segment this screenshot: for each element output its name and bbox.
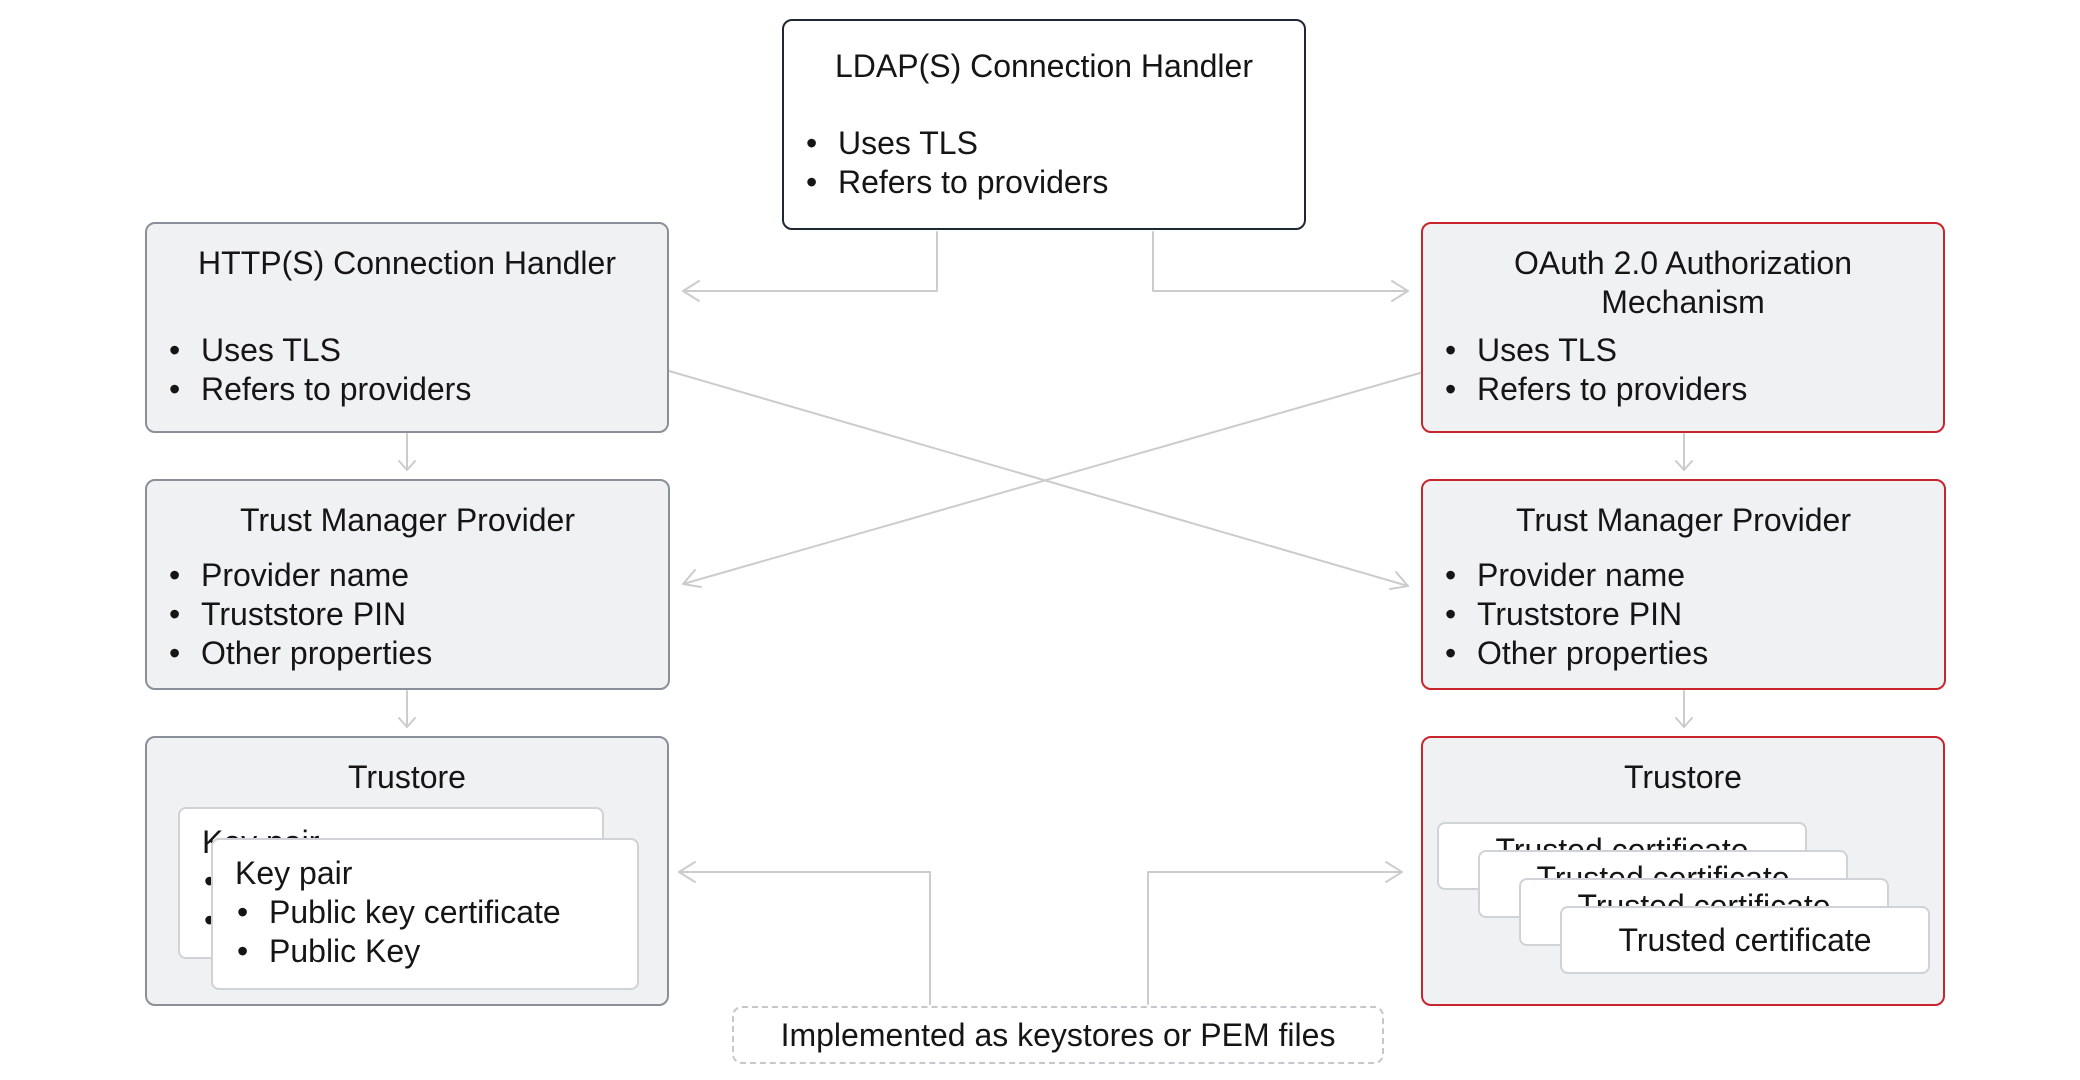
implementation-note: Implemented as keystores or PEM files	[732, 1006, 1384, 1064]
tmp-right-item-provider-name: Provider name	[1443, 556, 1708, 595]
http-to-tmp-left-arrow	[398, 433, 416, 471]
trusted-certificate-label-4: Trusted certificate	[1618, 922, 1872, 958]
tmp-right-bullet-list: Provider name Truststore PIN Other prope…	[1443, 556, 1708, 673]
trust-manager-provider-left-box: Trust Manager Provider Provider name Tru…	[145, 479, 670, 690]
http-to-tmp-right-arrow	[668, 370, 1409, 590]
tmp-right-item-truststore-pin: Truststore PIN	[1443, 595, 1708, 634]
ldap-bullet-list: Uses TLS Refers to providers	[804, 124, 1108, 202]
oauth-to-tmp-left-arrow	[682, 372, 1421, 588]
tmp-right-title: Trust Manager Provider	[1516, 502, 1851, 538]
tmp-left-to-trustore-left-arrow	[398, 690, 416, 728]
key-pair-item-public-key: Public Key	[235, 932, 561, 971]
tmp-left-title: Trust Manager Provider	[240, 502, 575, 538]
tmp-left-item-truststore-pin: Truststore PIN	[167, 595, 432, 634]
http-item-refers-to-providers: Refers to providers	[167, 370, 471, 409]
trustore-right-title: Trustore	[1624, 759, 1742, 795]
oauth-title-line-1: OAuth 2.0 Authorization	[1514, 245, 1852, 281]
oauth-item-refers-to-providers: Refers to providers	[1443, 370, 1747, 409]
http-item-uses-tls: Uses TLS	[167, 331, 471, 370]
http-title: HTTP(S) Connection Handler	[198, 245, 616, 281]
oauth-title: OAuth 2.0 Authorization Mechanism	[1423, 244, 1943, 322]
ldap-connection-handler-box: LDAP(S) Connection Handler Uses TLS Refe…	[782, 19, 1306, 230]
oauth-item-uses-tls: Uses TLS	[1443, 331, 1747, 370]
ldap-item-refers-to-providers: Refers to providers	[804, 163, 1108, 202]
ldap-title: LDAP(S) Connection Handler	[835, 48, 1253, 84]
tmp-left-item-other-properties: Other properties	[167, 634, 432, 673]
oauth-title-line-2: Mechanism	[1601, 284, 1765, 320]
trustore-left-title: Trustore	[348, 759, 466, 795]
http-bullet-list: Uses TLS Refers to providers	[167, 331, 471, 409]
note-to-trustore-right-arrow	[1147, 861, 1403, 1005]
note-to-trustore-left-arrow	[678, 861, 931, 1005]
key-pair-item-public-key-certificate: Public key certificate	[235, 893, 561, 932]
ldap-to-oauth-arrow	[1152, 231, 1409, 302]
trustore-left-box: Trustore Key pair Public key certificate…	[145, 736, 669, 1006]
http-connection-handler-box: HTTP(S) Connection Handler Uses TLS Refe…	[145, 222, 669, 433]
ldap-to-http-arrow	[682, 231, 938, 302]
trust-manager-provider-right-box: Trust Manager Provider Provider name Tru…	[1421, 479, 1946, 690]
tmp-left-bullet-list: Provider name Truststore PIN Other prope…	[167, 556, 432, 673]
oauth-to-tmp-right-arrow	[1675, 433, 1693, 471]
key-pair-card-front-bullets: Public key certificate Public Key	[235, 893, 561, 971]
trusted-certificate-card-4: Trusted certificate	[1560, 906, 1930, 974]
tmp-right-to-trustore-right-arrow	[1675, 690, 1693, 728]
oauth-authorization-mechanism-box: OAuth 2.0 Authorization Mechanism Uses T…	[1421, 222, 1945, 433]
implementation-note-text: Implemented as keystores or PEM files	[780, 1017, 1336, 1053]
tmp-right-item-other-properties: Other properties	[1443, 634, 1708, 673]
ldap-item-uses-tls: Uses TLS	[804, 124, 1108, 163]
trustore-right-box: Trustore Trusted certificate Trusted cer…	[1421, 736, 1945, 1006]
oauth-bullet-list: Uses TLS Refers to providers	[1443, 331, 1747, 409]
key-pair-card-front: Key pair Public key certificate Public K…	[211, 838, 639, 990]
key-pair-card-front-title: Key pair	[235, 855, 353, 891]
tmp-left-item-provider-name: Provider name	[167, 556, 432, 595]
